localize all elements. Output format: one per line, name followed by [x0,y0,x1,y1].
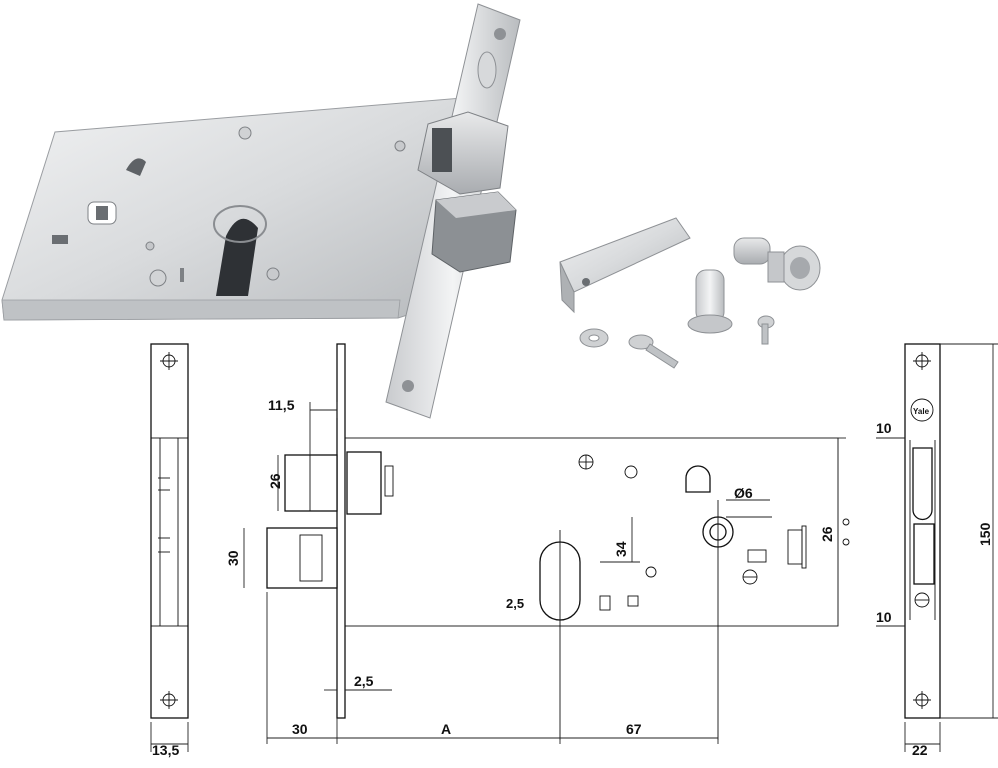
right-faceplate-view [876,343,998,752]
left-side-view [150,343,189,752]
dim-2-5-key: 2,5 [506,596,524,611]
dim-2-5-front: 2,5 [354,673,374,689]
dim-10-top: 10 [876,420,892,436]
dim-30-bottom: 30 [292,721,308,737]
dim-150: 150 [977,522,993,546]
dim-26-latch: 26 [267,473,283,489]
front-view-drawing [243,343,850,744]
dim-34: 34 [613,541,629,557]
dim-11-5: 11,5 [268,397,295,413]
lock-product-illustration [1,3,821,419]
dim-30-bolt: 30 [225,550,241,566]
dim-22: 22 [912,742,928,758]
dim-backset-a: A [441,721,451,737]
faceplate-logo: Yale [913,407,930,416]
dim-10-bottom: 10 [876,609,892,625]
dim-13-5: 13,5 [152,742,179,758]
dim-6-diameter: Ø6 [734,485,753,501]
dim-67: 67 [626,721,642,737]
dim-26-right: 26 [819,526,835,542]
